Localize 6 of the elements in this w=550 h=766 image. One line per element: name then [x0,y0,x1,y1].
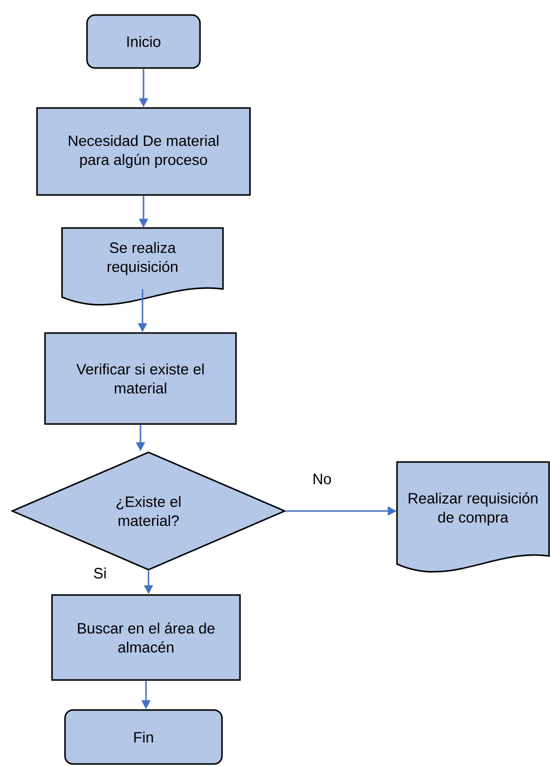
edge-label: No [311,472,333,486]
process-box: Buscar en el área de almacén [51,594,241,681]
terminal-box: Fin [64,709,223,765]
process-box: Verificar si existe el material [44,332,237,425]
terminal-box: Inicio [86,14,201,69]
process-box: Necesidad De material para algún proceso [36,107,251,196]
